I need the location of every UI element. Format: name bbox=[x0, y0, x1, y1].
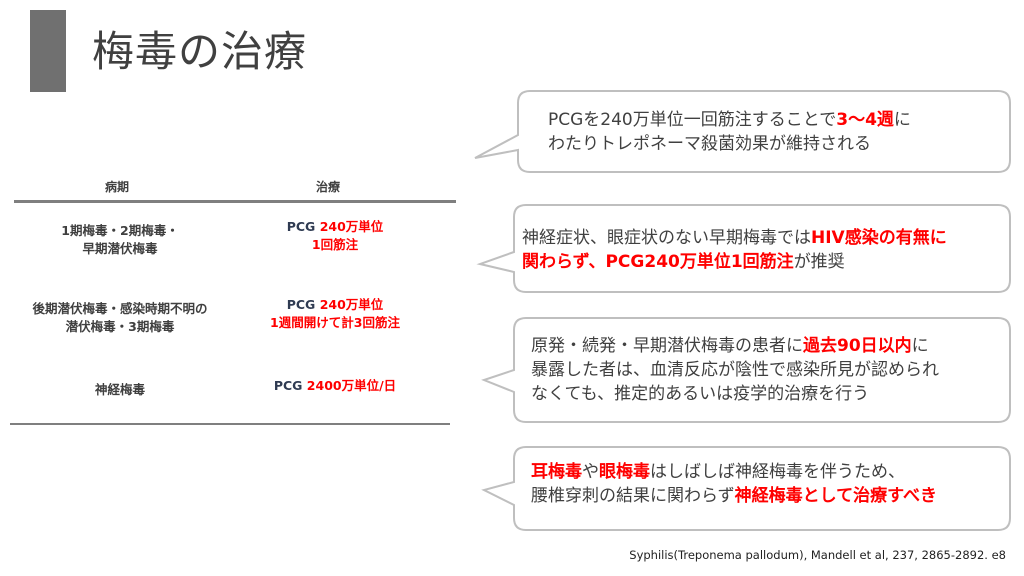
title-accent-bar bbox=[30, 10, 66, 92]
dose: 2400万単位/日 bbox=[306, 378, 397, 393]
callout-segment: 暴露した者は、血清反応が陰性で感染所見が認められ bbox=[531, 360, 939, 380]
callout-line: なくても、推定的あるいは疫学的治療を行う bbox=[531, 382, 939, 406]
treatment-cell: PCG 240万単位 1週間開けて計3回筋注 bbox=[230, 296, 440, 332]
page-title: 梅毒の治療 bbox=[92, 27, 308, 76]
callout-segment: が推奨 bbox=[793, 252, 845, 272]
dose: 240万単位 bbox=[319, 219, 384, 234]
treatment-cell: PCG 2400万単位/日 bbox=[230, 377, 440, 395]
callout-line: 暴露した者は、血清反応が陰性で感染所見が認められ bbox=[531, 358, 939, 382]
stage-line: 潜伏梅毒・3期梅毒 bbox=[65, 319, 175, 334]
callout-segment: 原発・続発・早期潜伏梅毒の患者に bbox=[531, 336, 803, 356]
drug-name: PCG bbox=[286, 297, 316, 312]
callout-segment: に bbox=[893, 110, 911, 130]
callout-bubble-4 bbox=[481, 446, 1011, 531]
callout-text-3: 原発・続発・早期潜伏梅毒の患者に過去90日以内に暴露した者は、血清反応が陰性で感… bbox=[531, 334, 939, 406]
callout-segment: はしばしば神経梅毒を伴うため、 bbox=[650, 462, 905, 482]
header-divider bbox=[14, 200, 456, 203]
callout-segment: 神経症状、眼症状のない早期梅毒では bbox=[522, 228, 811, 248]
callout-segment: や bbox=[582, 462, 599, 482]
callout-line: PCGを240万単位一回筋注することで3〜4週に bbox=[548, 108, 911, 132]
stage-cell: 後期潜伏梅毒・感染時期不明の潜伏梅毒・3期梅毒 bbox=[10, 300, 230, 336]
callout-line: 腰椎穿刺の結果に関わらず神経梅毒として治療すべき bbox=[531, 484, 937, 508]
table-bottom-divider bbox=[10, 423, 450, 425]
callout-line: 原発・続発・早期潜伏梅毒の患者に過去90日以内に bbox=[531, 334, 939, 358]
drug-name: PCG bbox=[273, 378, 303, 393]
stage-line: 神経梅毒 bbox=[94, 382, 145, 397]
stage-cell: 1期梅毒・2期梅毒・早期潜伏梅毒 bbox=[10, 222, 230, 258]
callout-text-2: 神経症状、眼症状のない早期梅毒ではHIV感染の有無に関わらず、PCG240万単位… bbox=[522, 226, 947, 274]
highlight-text: 眼梅毒 bbox=[599, 462, 650, 482]
stage-line: 1期梅毒・2期梅毒・ bbox=[61, 223, 179, 238]
callout-line: 神経症状、眼症状のない早期梅毒ではHIV感染の有無に bbox=[522, 226, 947, 250]
callout-segment: 腰椎穿刺の結果に関わらず bbox=[531, 486, 735, 506]
highlight-text: 3〜4週 bbox=[836, 110, 894, 130]
citation: Syphilis(Treponema pallodum), Mandell et… bbox=[629, 548, 1006, 562]
drug-name: PCG bbox=[286, 219, 316, 234]
callout-line: 関わらず、PCG240万単位1回筋注が推奨 bbox=[522, 250, 947, 274]
callout-line: わたりトレポネーマ殺菌効果が維持される bbox=[548, 132, 911, 156]
treatment-cell: PCG 240万単位 1回筋注 bbox=[230, 218, 440, 254]
callout-segment: わたりトレポネーマ殺菌効果が維持される bbox=[548, 134, 871, 154]
callout-text-4: 耳梅毒や眼梅毒はしばしば神経梅毒を伴うため、腰椎穿刺の結果に関わらず神経梅毒とし… bbox=[531, 460, 937, 508]
callout-segment: に bbox=[911, 336, 929, 356]
administration: 1回筋注 bbox=[311, 237, 359, 252]
callout-line: 耳梅毒や眼梅毒はしばしば神経梅毒を伴うため、 bbox=[531, 460, 937, 484]
callout-bubble-2 bbox=[476, 204, 1011, 293]
callout-segment: なくても、推定的あるいは疫学的治療を行う bbox=[531, 384, 870, 404]
callout-segment: PCGを240万単位一回筋注することで bbox=[548, 110, 837, 130]
header-treatment: 治療 bbox=[316, 180, 341, 194]
highlight-text: 過去90日以内 bbox=[803, 336, 912, 356]
callout-bubble-1 bbox=[474, 90, 1011, 173]
administration: 1週間開けて計3回筋注 bbox=[270, 315, 400, 330]
highlight-text: HIV感染の有無に bbox=[811, 228, 947, 248]
dose: 240万単位 bbox=[319, 297, 384, 312]
highlight-text: 神経梅毒として治療すべき bbox=[734, 486, 937, 506]
callout-text-1: PCGを240万単位一回筋注することで3〜4週にわたりトレポネーマ殺菌効果が維持… bbox=[548, 108, 911, 156]
stage-line: 早期潜伏梅毒 bbox=[82, 241, 158, 256]
stage-cell: 神経梅毒 bbox=[10, 381, 230, 399]
highlight-text: 関わらず、PCG240万単位1回筋注 bbox=[522, 252, 794, 272]
stage-line: 後期潜伏梅毒・感染時期不明の bbox=[32, 301, 208, 316]
header-stage: 病期 bbox=[105, 180, 130, 194]
callout-bubble-3 bbox=[481, 317, 1011, 423]
highlight-text: 耳梅毒 bbox=[531, 462, 582, 482]
